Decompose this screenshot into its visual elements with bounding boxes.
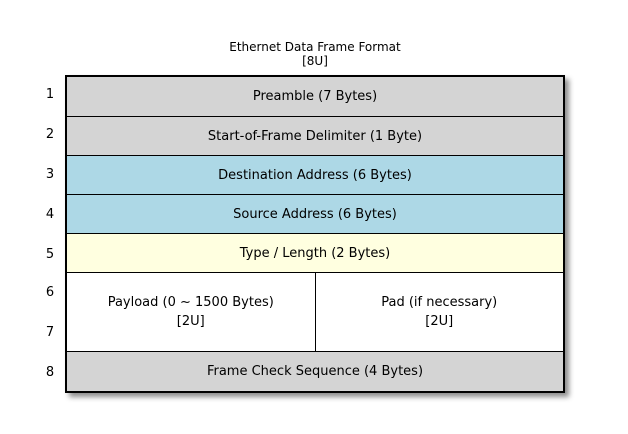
field-pad: Pad (if necessary) [2U] — [314, 273, 563, 351]
diagram-title-subtitle: [8U] — [302, 54, 328, 68]
row-number-4: 4 — [45, 207, 55, 222]
field-destination-address: Destination Address (6 Bytes) — [67, 155, 563, 194]
field-payload: Payload (0 ~ 1500 Bytes) [2U] — [67, 273, 315, 351]
field-type-length-label: Type / Length (2 Bytes) — [239, 245, 391, 261]
field-sfd-label: Start-of-Frame Delimiter (1 Byte) — [207, 128, 423, 144]
field-pad-label: Pad (if necessary) — [381, 295, 498, 310]
field-frame-check-sequence: Frame Check Sequence (4 Bytes) — [67, 351, 563, 391]
frame-box: Preamble (7 Bytes) Start-of-Frame Delimi… — [65, 75, 565, 393]
row-number-5: 5 — [45, 247, 55, 262]
field-payload-sublabel: [2U] — [176, 314, 205, 329]
field-payload-label: Payload (0 ~ 1500 Bytes) — [107, 295, 274, 310]
row-number-7: 7 — [45, 325, 55, 340]
field-source-address: Source Address (6 Bytes) — [67, 194, 563, 233]
row-number-8: 8 — [45, 365, 55, 380]
row-number-2: 2 — [45, 127, 55, 142]
field-pad-sublabel: [2U] — [425, 314, 454, 329]
field-preamble: Preamble (7 Bytes) — [67, 77, 563, 116]
diagram-title-text: Ethernet Data Frame Format — [229, 40, 401, 54]
row-number-1: 1 — [45, 87, 55, 102]
diagram-title: Ethernet Data Frame Format [8U] — [65, 40, 565, 68]
field-preamble-label: Preamble (7 Bytes) — [252, 89, 378, 104]
field-destination-label: Destination Address (6 Bytes) — [218, 167, 412, 183]
field-start-of-frame-delimiter: Start-of-Frame Delimiter (1 Byte) — [67, 116, 563, 155]
field-fcs-label: Frame Check Sequence (4 Bytes) — [206, 364, 424, 379]
row-number-3: 3 — [45, 167, 55, 182]
field-payload-pad-row: Payload (0 ~ 1500 Bytes) [2U] Pad (if ne… — [67, 272, 563, 351]
field-type-length: Type / Length (2 Bytes) — [67, 233, 563, 272]
field-source-label: Source Address (6 Bytes) — [233, 206, 397, 222]
row-number-6: 6 — [45, 285, 55, 300]
